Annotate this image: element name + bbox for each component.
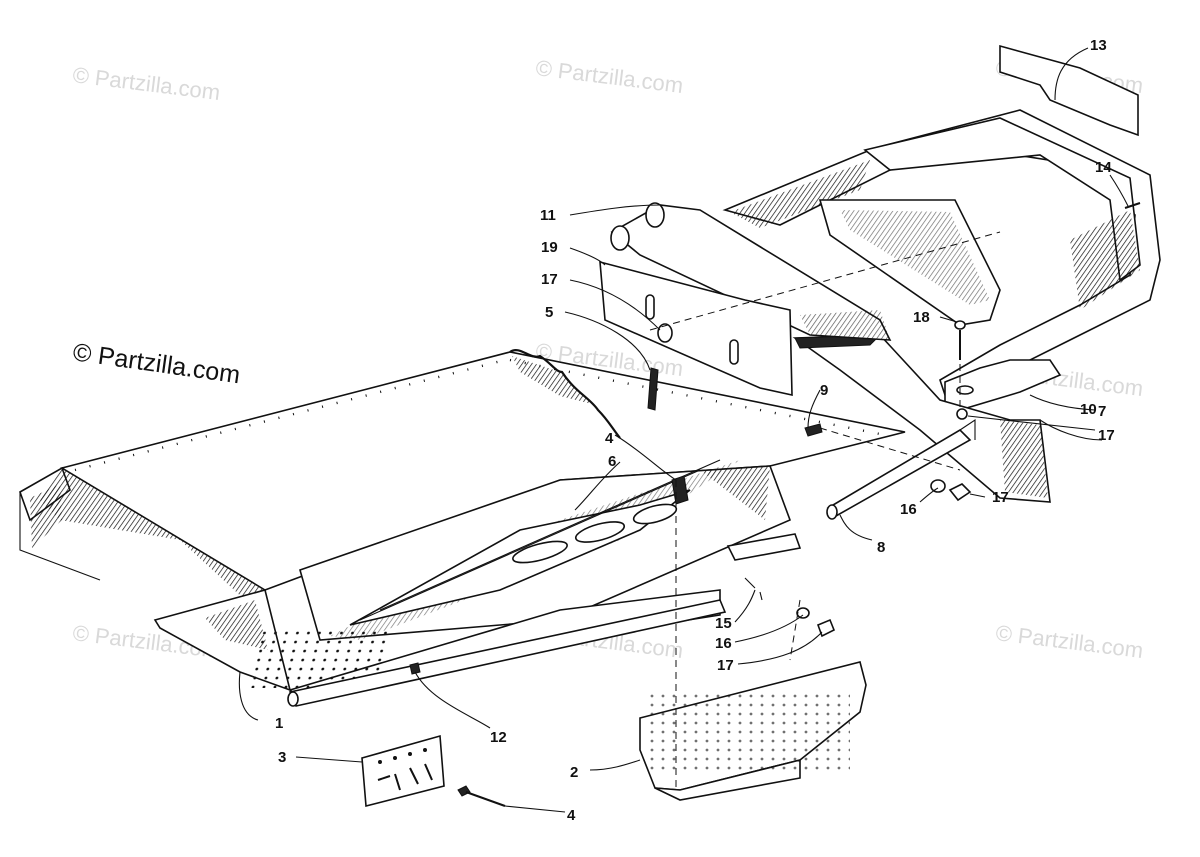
callout-16: 16: [715, 635, 732, 652]
callout-17: 17: [541, 271, 558, 288]
callout-1: 1: [275, 715, 283, 732]
assembly-lines: [649, 231, 1001, 790]
watermark-text: © Partzilla.com: [994, 620, 1144, 663]
callout-17: 17: [717, 657, 734, 674]
callout-12: 12: [490, 729, 507, 746]
callout-17: 17: [992, 489, 1009, 506]
license-plate: [361, 734, 506, 808]
callout-6: 6: [608, 453, 616, 470]
callout-5: 5: [545, 304, 553, 321]
callout-13: 13: [1090, 37, 1107, 54]
callout-3: 3: [278, 749, 286, 766]
callout-10: 10: [1080, 401, 1097, 418]
callout-11: 11: [540, 207, 556, 224]
decal-graphics: [349, 459, 721, 626]
callout-2: 2: [570, 764, 578, 781]
leader-lines: [238, 47, 1129, 813]
rear-flap: [639, 661, 867, 801]
callout-15: 15: [715, 615, 732, 632]
watermark-main: © Partzilla.com: [71, 338, 242, 389]
rear-bumper: [722, 109, 1161, 411]
backing-plate: [599, 260, 793, 396]
callout-14: 14: [1095, 159, 1112, 176]
callout-16: 16: [900, 501, 917, 518]
callout-labels: 1 2 3 4 4 5 6 7 8 9 10 11 12 13 14 15 16…: [275, 37, 1115, 824]
callout-8: 8: [877, 539, 885, 556]
callout-4: 4: [567, 807, 576, 824]
top-cover-plate: [999, 44, 1139, 137]
callout-4: 4: [605, 430, 614, 447]
bumper-bracket: [610, 202, 892, 341]
callout-9: 9: [820, 382, 828, 399]
callout-17: 17: [1098, 427, 1115, 444]
callout-7: 7: [1098, 403, 1106, 420]
callout-19: 19: [541, 239, 558, 256]
watermark-text: © Partzilla.com: [534, 55, 684, 98]
watermark-text: © Partzilla.com: [71, 62, 221, 105]
callout-18: 18: [913, 309, 930, 326]
